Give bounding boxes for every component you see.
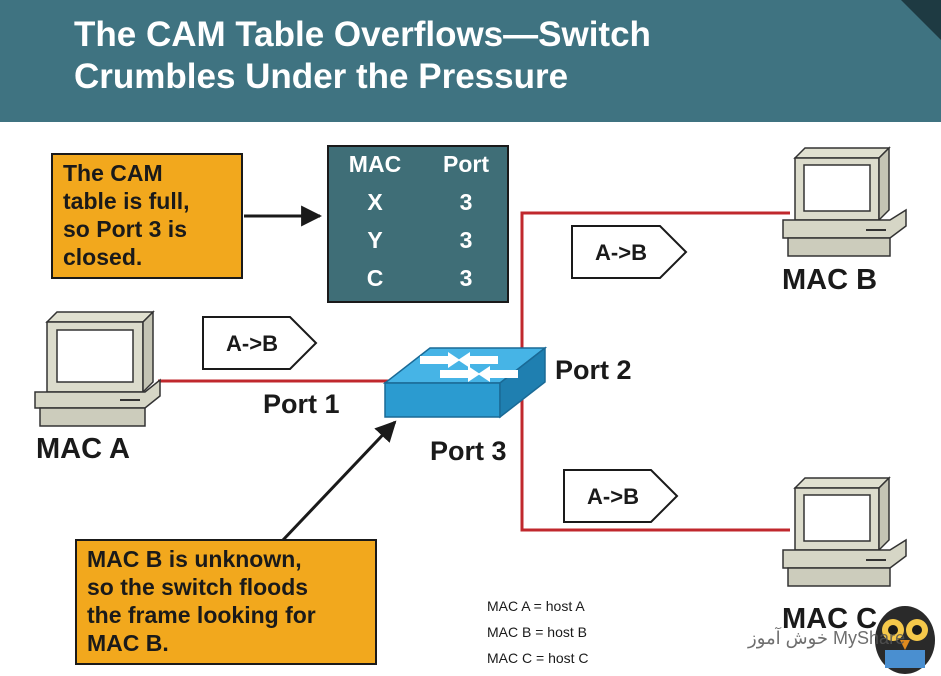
port-3-label: Port 3 [430, 436, 507, 466]
cam-table-row: C 3 [329, 265, 507, 301]
cam-table-row: Y 3 [329, 227, 507, 263]
legend-item: MAC C = host C [487, 650, 589, 666]
cam-table-header: MAC Port [329, 151, 507, 187]
frame-label-3: A->B [587, 484, 639, 509]
cam-cell-mac: X [367, 189, 383, 215]
switch [382, 346, 548, 419]
switch-arrows-icon [420, 352, 518, 382]
cam-cell-mac: C [366, 265, 384, 291]
cam-table-row: X 3 [329, 189, 507, 225]
note-top-line: closed. [63, 244, 143, 270]
note-bottom-line: so the switch floods [87, 574, 309, 600]
frame-label-2: A->B [595, 240, 647, 265]
title-line-2: Crumbles Under the Pressure [74, 57, 569, 96]
mac-c-label: MAC C [782, 603, 878, 635]
cam-header-port: Port [443, 151, 489, 177]
note-top-line: so Port 3 is [63, 216, 187, 242]
computer-mac-c-icon [782, 476, 907, 587]
arrow-note-to-switch [281, 420, 397, 542]
mac-a-label: MAC A [36, 433, 130, 465]
mac-b-label: MAC B [782, 264, 878, 296]
cam-table: MAC Port X 3 Y 3 C 3 [327, 145, 509, 303]
frame-packet-port2: A->B [571, 225, 688, 279]
port-2-label: Port 2 [555, 355, 632, 385]
note-top-line: The CAM [63, 160, 163, 186]
slide-title: The CAM Table Overflows—Switch Crumbles … [74, 14, 894, 98]
computer-mac-a-icon [34, 310, 161, 427]
cam-cell-port: 3 [459, 189, 473, 215]
note-bottom-line: the frame looking for [87, 602, 316, 628]
owl-logo-icon [875, 606, 935, 674]
frame-label-1: A->B [226, 331, 278, 356]
watermark-text: خوش آموز MyShare [748, 628, 906, 648]
cam-cell-mac: Y [367, 227, 383, 253]
cam-cell-port: 3 [459, 227, 473, 253]
legend-item: MAC A = host A [487, 598, 585, 614]
cam-cell-port: 3 [459, 265, 473, 291]
note-bottom-line: MAC B is unknown, [87, 546, 302, 572]
computer-mac-b-icon [782, 146, 907, 257]
frame-packet-port3: A->B [563, 469, 679, 523]
note-flooding: MAC B is unknown, so the switch floods t… [75, 539, 377, 665]
note-top-line: table is full, [63, 188, 190, 214]
title-line-1: The CAM Table Overflows—Switch [74, 15, 651, 54]
port-1-label: Port 1 [263, 389, 340, 419]
cam-header-mac: MAC [348, 151, 402, 177]
note-cam-full: The CAM table is full, so Port 3 is clos… [51, 153, 243, 279]
title-banner: The CAM Table Overflows—Switch Crumbles … [0, 0, 941, 122]
note-bottom-line: MAC B. [87, 630, 169, 656]
legend-item: MAC B = host B [487, 624, 587, 640]
banner-corner [901, 0, 941, 40]
frame-packet-port1: A->B [202, 316, 318, 370]
